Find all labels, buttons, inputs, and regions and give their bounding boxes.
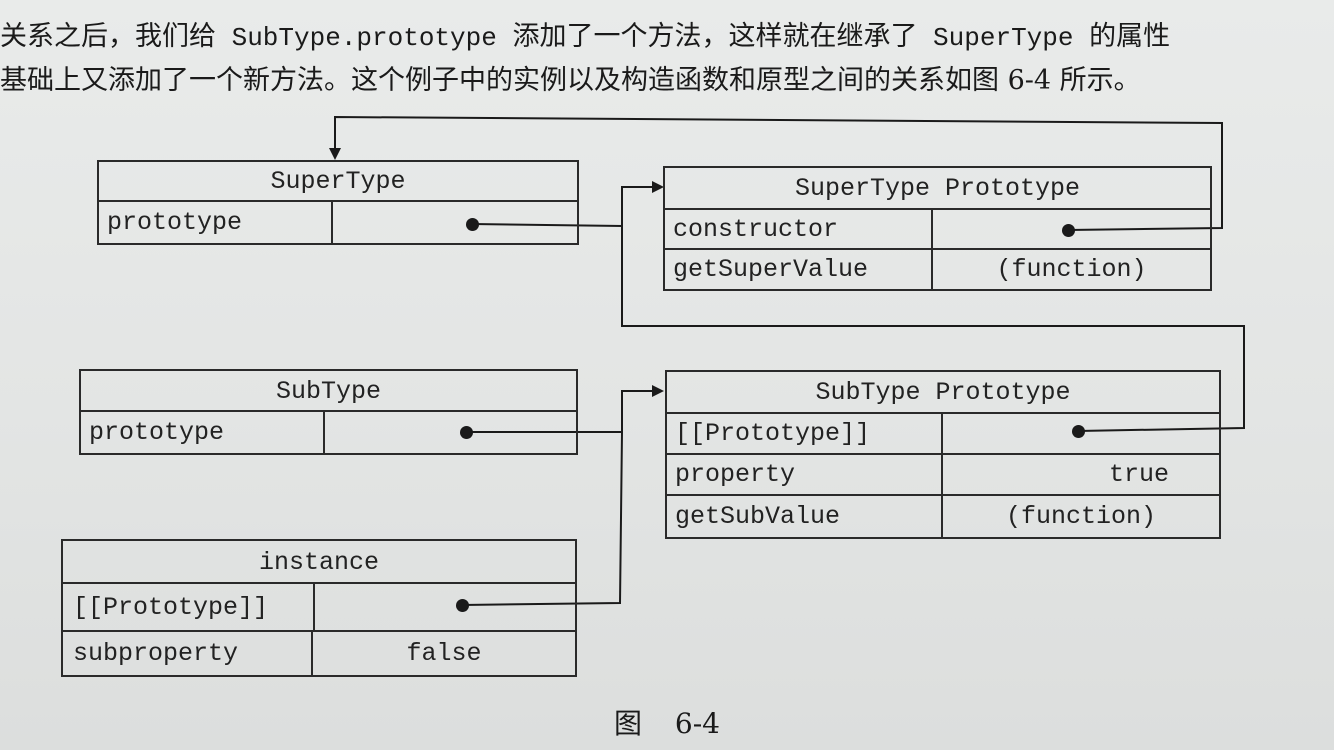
supertype-val-prototype bbox=[333, 202, 577, 243]
line1-text-a: 关系之后，我们给 bbox=[0, 21, 216, 52]
subtype-prototype-row-property: property true bbox=[667, 455, 1219, 496]
supertype-prototype-key-getsupervalue: getSuperValue bbox=[665, 250, 933, 289]
instance-prototype-pointer-dot bbox=[456, 599, 469, 612]
instance-val-subproperty: false bbox=[406, 639, 482, 668]
subtype-prototype-val-property: true bbox=[1108, 460, 1169, 489]
line1-code-subtype-prototype: SubType.prototype bbox=[216, 23, 513, 53]
line1-text-b: 添加了一个方法，这样就在继承了 bbox=[512, 21, 918, 52]
paragraph-line-1: 关系之后，我们给 SubType.prototype 添加了一个方法，这样就在继… bbox=[0, 14, 1170, 53]
instance-key-subproperty: subproperty bbox=[63, 632, 313, 675]
instance-title: instance bbox=[63, 541, 575, 584]
instance-key-prototype-link: [[Prototype]] bbox=[63, 584, 315, 630]
subtype-prototype-key-getsubvalue: getSubValue bbox=[667, 496, 943, 537]
line1-code-supertype: SuperType bbox=[917, 23, 1090, 53]
connector-instance-to-subtype-proto bbox=[461, 431, 623, 606]
subtype-prototype-box: SubType Prototype [[Prototype]] property… bbox=[665, 370, 1221, 539]
supertype-prototype-row-constructor: constructor bbox=[665, 210, 1210, 250]
subtype-prototype-key-property: property bbox=[667, 455, 943, 494]
figure-caption: 图 6-4 bbox=[614, 707, 720, 740]
supertype-prototype-val-getsupervalue: (function) bbox=[996, 255, 1147, 284]
line1-text-c: 的属性 bbox=[1089, 21, 1171, 52]
subtype-prototype-pointer-dot bbox=[460, 426, 473, 439]
connector-subtype-to-prototype bbox=[466, 385, 664, 433]
supertype-box: SuperType prototype bbox=[97, 160, 579, 245]
subtype-prototype-title: SubType Prototype bbox=[667, 372, 1219, 414]
supertype-key-prototype: prototype bbox=[99, 202, 333, 243]
instance-row-prototype-link: [[Prototype]] bbox=[63, 584, 575, 632]
subtype-val-prototype bbox=[325, 412, 576, 453]
subtype-prototype-row-getsubvalue: getSubValue (function) bbox=[667, 496, 1219, 537]
instance-val-prototype-link bbox=[315, 584, 575, 630]
subtype-box: SubType prototype bbox=[79, 369, 578, 455]
instance-row-subproperty: subproperty false bbox=[63, 632, 575, 675]
supertype-prototype-row-getsupervalue: getSuperValue (function) bbox=[665, 250, 1210, 289]
supertype-prototype-box: SuperType Prototype constructor getSuper… bbox=[663, 166, 1212, 291]
connector-constructor-to-supertype bbox=[329, 115, 1223, 231]
subtype-prototype-val-getsubvalue: (function) bbox=[1005, 502, 1157, 531]
subtype-prototype-link-pointer-dot bbox=[1072, 425, 1085, 438]
subtype-title: SubType bbox=[81, 371, 576, 412]
subtype-key-prototype: prototype bbox=[81, 412, 325, 453]
instance-box: instance [[Prototype]] subproperty false bbox=[61, 539, 577, 677]
supertype-row-prototype: prototype bbox=[99, 202, 577, 243]
supertype-prototype-key-constructor: constructor bbox=[665, 210, 933, 248]
connector-subtype-proto-to-supertype-proto bbox=[621, 226, 1245, 432]
connector-supertype-to-prototype bbox=[471, 181, 664, 228]
constructor-pointer-dot bbox=[1062, 224, 1075, 237]
subtype-prototype-row-prototype-link: [[Prototype]] bbox=[667, 414, 1219, 455]
supertype-title: SuperType bbox=[99, 162, 577, 202]
supertype-prototype-title: SuperType Prototype bbox=[665, 168, 1210, 210]
paragraph-line-2: 基础上又添加了一个新方法。这个例子中的实例以及构造函数和原型之间的关系如图 6-… bbox=[0, 65, 1141, 96]
subtype-row-prototype: prototype bbox=[81, 412, 576, 453]
subtype-prototype-key-prototype-link: [[Prototype]] bbox=[667, 414, 943, 453]
supertype-prototype-pointer-dot bbox=[466, 218, 479, 231]
